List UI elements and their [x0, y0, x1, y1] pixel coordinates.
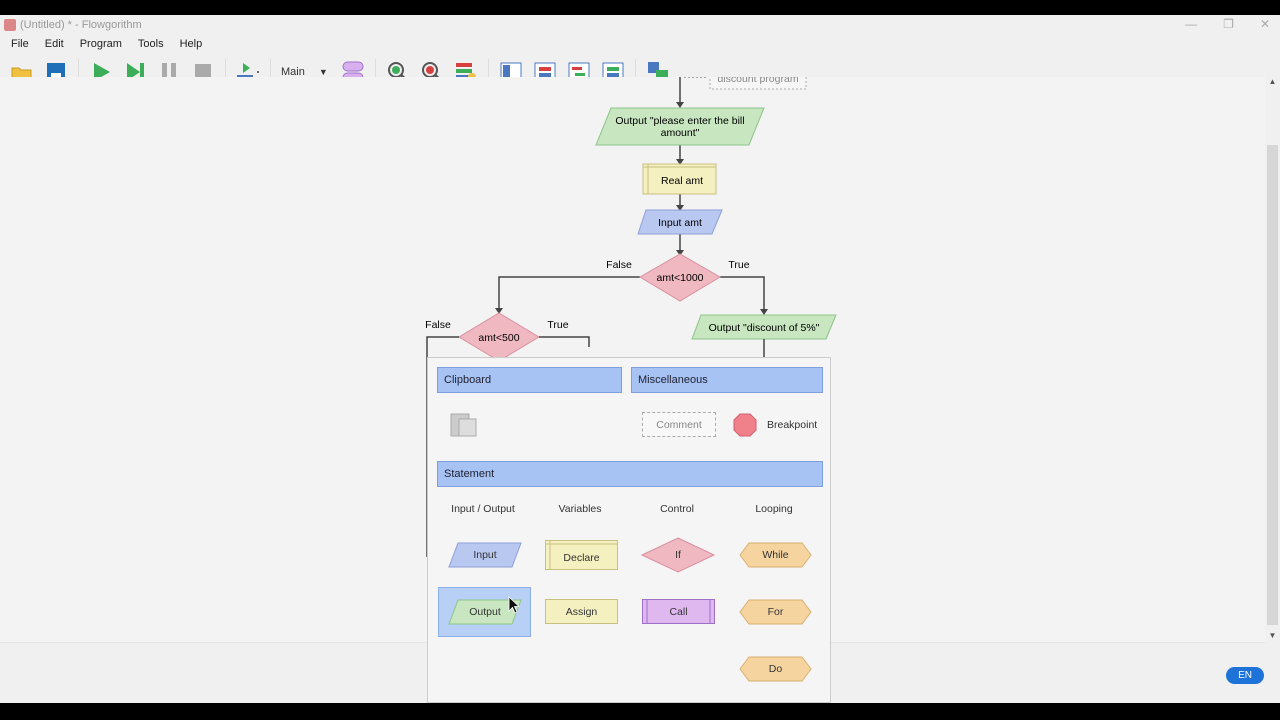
output-label: Output: [469, 606, 501, 618]
language-badge[interactable]: EN: [1226, 667, 1264, 684]
do-shape-button[interactable]: Do: [739, 656, 812, 682]
declare-text: Real amt: [661, 175, 703, 187]
call-shape-button[interactable]: Call: [642, 599, 715, 624]
if-shape[interactable]: [639, 253, 721, 302]
mouse-cursor-icon: [508, 596, 521, 617]
clipboard-header: Clipboard: [437, 367, 622, 393]
window-title: (Untitled) * - Flowgorithm: [20, 19, 142, 31]
maximize-button[interactable]: ❐: [1223, 17, 1234, 31]
menu-tools[interactable]: Tools: [137, 38, 164, 50]
assign-shape-button[interactable]: Assign: [545, 599, 618, 624]
call-label: Call: [669, 605, 688, 618]
menu-help[interactable]: Help: [179, 38, 203, 50]
toolbar: Main ▼: [0, 53, 1280, 91]
assign-label: Assign: [565, 605, 598, 618]
chevron-down-icon: ▼: [318, 66, 328, 77]
declare-label: Declare: [563, 552, 600, 564]
breakpoint-icon[interactable]: [733, 413, 757, 440]
menu-program[interactable]: Program: [79, 38, 122, 50]
comment-shape[interactable]: [709, 77, 807, 90]
menu-file[interactable]: File: [11, 38, 29, 50]
if-text: amt<1000: [657, 272, 704, 284]
comment-text: discount program: [717, 77, 798, 85]
output-text-line2: amount": [661, 127, 700, 139]
input-shape[interactable]: [637, 209, 723, 235]
output-text-2: Output "discount of 5%": [709, 322, 820, 334]
comment-label: Comment: [656, 418, 702, 431]
flowchart: discount program Output "please enter th…: [425, 77, 837, 557]
true-label: True: [728, 259, 749, 271]
vertical-scrollbar[interactable]: ▲▼: [1265, 77, 1280, 642]
step-icon[interactable]: [123, 60, 147, 84]
control-column: Control: [660, 503, 694, 515]
miscellaneous-header: Miscellaneous: [631, 367, 823, 393]
true-label-2: True: [547, 319, 568, 331]
pause-icon[interactable]: [157, 60, 181, 84]
false-label-2: False: [425, 319, 451, 331]
add-shape-popup: Clipboard Miscellaneous Comment Breakpoi…: [427, 357, 831, 703]
for-label: For: [767, 606, 784, 618]
menu-edit[interactable]: Edit: [44, 38, 64, 50]
if-text-2: amt<500: [478, 332, 519, 344]
input-label: Input: [473, 549, 497, 561]
app-icon: [4, 19, 16, 31]
run-icon[interactable]: [89, 60, 113, 84]
while-shape-button[interactable]: While: [739, 542, 812, 568]
save-icon[interactable]: [44, 60, 68, 84]
statement-header: Statement: [437, 461, 823, 487]
title-bar: (Untitled) * - Flowgorithm — ❐ ✕: [0, 15, 1280, 35]
comment-button[interactable]: Comment: [642, 412, 716, 437]
do-label: Do: [768, 663, 783, 675]
output-text: Output "please enter the bill: [615, 115, 744, 127]
input-output-column: Input / Output: [451, 503, 515, 515]
if-label: If: [675, 549, 681, 561]
minimize-button[interactable]: —: [1185, 17, 1198, 31]
false-label: False: [606, 259, 632, 271]
paste-icon[interactable]: [450, 411, 478, 440]
output-shape[interactable]: [595, 107, 765, 146]
stop-icon[interactable]: [191, 60, 215, 84]
looping-column: Looping: [755, 503, 793, 515]
breakpoint-label[interactable]: Breakpoint: [767, 419, 818, 431]
function-select-value: Main: [281, 65, 305, 78]
output-shape-2[interactable]: [691, 314, 837, 340]
declare-shape-button[interactable]: Declare: [545, 540, 618, 570]
menu-bar: File Edit Program Tools Help: [0, 35, 1280, 53]
for-shape-button[interactable]: For: [739, 599, 812, 625]
close-button[interactable]: ✕: [1259, 17, 1270, 31]
if-shape-button[interactable]: If: [641, 537, 715, 573]
function-select[interactable]: Main ▼: [281, 66, 331, 78]
zoom-out-icon[interactable]: [420, 60, 444, 84]
declare-shape[interactable]: [642, 163, 717, 195]
input-shape-button[interactable]: Input: [448, 542, 522, 568]
while-label: While: [762, 549, 789, 561]
output-shape-button[interactable]: Output: [448, 599, 522, 625]
input-text: Input amt: [658, 217, 702, 229]
variables-column: Variables: [558, 503, 602, 515]
